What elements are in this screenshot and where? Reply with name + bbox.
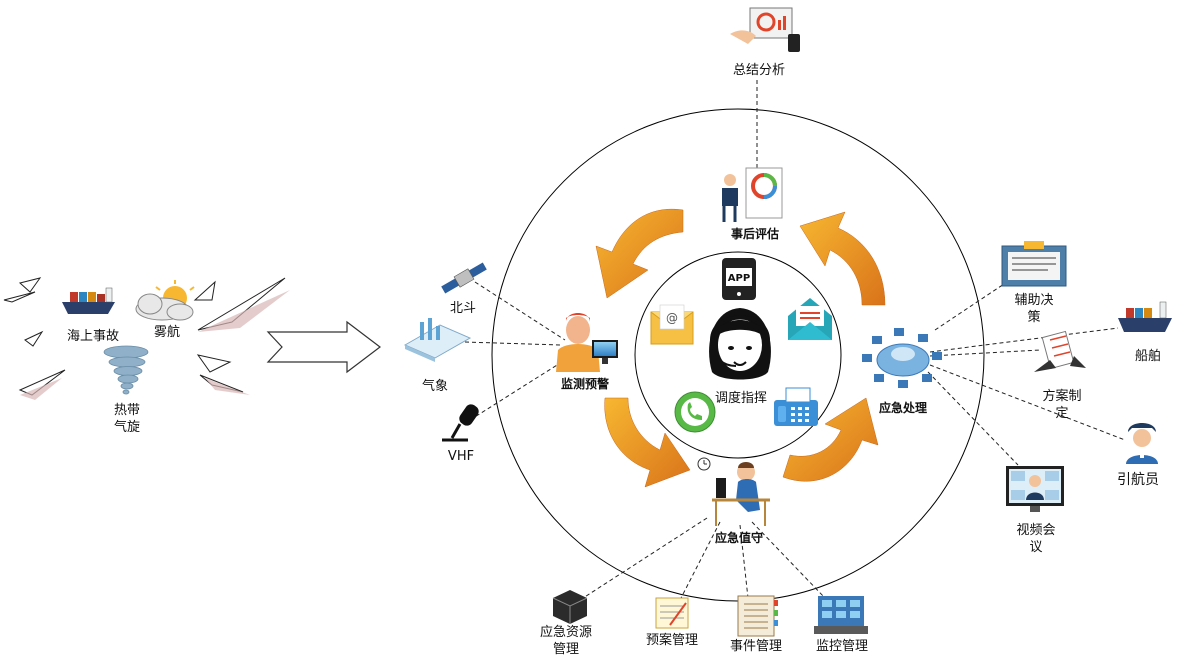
video-conference-icon <box>1006 466 1064 512</box>
email-envelope-icon: @ <box>650 304 694 345</box>
hazard-shards <box>3 277 286 396</box>
response-network-icon <box>862 328 942 388</box>
label-plans: 预案管理 <box>645 633 698 648</box>
label-resources: 应急资源 管理 <box>539 625 592 657</box>
arrow-eval-to-monitor <box>595 208 684 299</box>
label-sea-accident: 海上事故 <box>66 329 119 344</box>
decision-clipboard-icon <box>1001 241 1067 287</box>
event-book-icon <box>737 595 778 637</box>
label-summary: 总结分析 <box>732 63 785 78</box>
plan-notebook-icon <box>655 597 689 629</box>
satellite-icon <box>441 262 487 294</box>
cycle-arrows <box>595 208 886 488</box>
headset-operator-icon <box>709 308 771 380</box>
label-post-eval: 事后评估 <box>730 227 779 241</box>
monitoring-operator-icon <box>556 313 618 372</box>
ship-accident-icon <box>62 287 115 314</box>
label-vhf: VHF <box>447 449 475 464</box>
label-duty: 应急值守 <box>714 531 763 545</box>
input-arrow <box>266 320 381 374</box>
arrow-response-to-eval <box>799 211 886 306</box>
summary-dashboard-icon <box>730 7 800 52</box>
fog-icon <box>135 280 195 321</box>
arrow-duty-to-response <box>782 397 879 482</box>
label-video: 视频会 议 <box>1016 523 1056 555</box>
phone-call-icon <box>674 391 716 433</box>
presenter-board-icon <box>722 167 783 222</box>
inner-ring <box>634 251 842 459</box>
label-events: 事件管理 <box>729 639 782 654</box>
app-phone-icon <box>722 258 756 300</box>
fax-machine-icon <box>774 387 818 426</box>
microphone-icon <box>442 404 479 442</box>
dashed-connectors <box>464 80 1126 601</box>
surveillance-console-icon <box>814 596 868 634</box>
label-dispatch: 调度指挥 <box>714 391 767 406</box>
scheme-checklist-icon <box>1034 330 1086 372</box>
label-beidou: 北斗 <box>449 301 476 316</box>
arrow-monitor-to-duty <box>604 397 691 488</box>
label-fog: 雾航 <box>153 325 180 340</box>
label-ship: 船舶 <box>1134 349 1161 364</box>
label-weather: 气象 <box>421 379 448 394</box>
label-typhoon: 热带 气旋 <box>113 403 140 435</box>
label-decision: 辅助决 策 <box>1014 293 1054 325</box>
resource-box-icon <box>552 590 588 624</box>
app-badge: APP <box>727 273 751 284</box>
pilot-officer-icon <box>1126 423 1158 464</box>
svg-text:@: @ <box>666 311 678 325</box>
tornado-icon <box>103 345 149 395</box>
label-scheme: 方案制 定 <box>1042 389 1082 421</box>
label-pilot: 引航员 <box>1117 472 1159 488</box>
duty-operator-icon <box>697 457 770 526</box>
label-monitoring: 监测预警 <box>560 377 609 391</box>
label-response: 应急处理 <box>878 401 927 415</box>
label-surveillance: 监控管理 <box>815 639 868 654</box>
hazard-shard-shadows <box>20 290 290 400</box>
weather-tablet-icon <box>403 318 472 362</box>
message-envelope-icon <box>788 298 832 340</box>
ship-icon <box>1118 301 1172 332</box>
